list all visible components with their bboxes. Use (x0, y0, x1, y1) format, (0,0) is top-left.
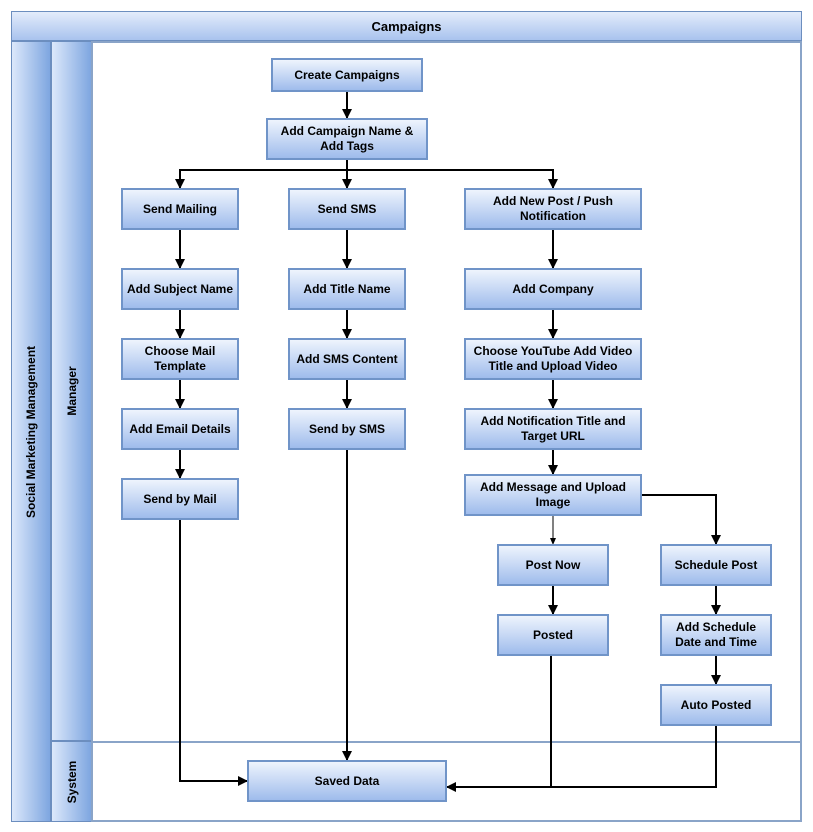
add-company-box[interactable]: Add Company (464, 268, 642, 310)
saved-data-box[interactable]: Saved Data (247, 760, 447, 802)
send-by-mail-box[interactable]: Send by Mail (121, 478, 239, 520)
edge-sendmail-to-saved (179, 520, 248, 786)
choose-mail-template-box[interactable]: Choose Mail Template (121, 338, 239, 380)
edge-name-to-mailing (175, 160, 348, 189)
posted-box[interactable]: Posted (497, 614, 609, 656)
add-subject-name-box[interactable]: Add Subject Name (121, 268, 239, 310)
choose-youtube-box[interactable]: Choose YouTube Add Video Title and Uploa… (464, 338, 642, 380)
add-message-upload-box[interactable]: Add Message and Upload Image (464, 474, 642, 516)
add-sms-content-box[interactable]: Add SMS Content (288, 338, 406, 380)
pool-title: Campaigns (11, 11, 802, 41)
create-campaigns-box[interactable]: Create Campaigns (271, 58, 423, 92)
add-new-post-box[interactable]: Add New Post / Push Notification (464, 188, 642, 230)
lane-social-marketing: Social Marketing Management (11, 41, 51, 822)
add-title-name-box[interactable]: Add Title Name (288, 268, 406, 310)
edge-message-to-postnow-head (550, 538, 556, 545)
edge-name-to-post (347, 169, 558, 189)
add-schedule-date-box[interactable]: Add Schedule Date and Time (660, 614, 772, 656)
add-email-details-box[interactable]: Add Email Details (121, 408, 239, 450)
schedule-post-box[interactable]: Schedule Post (660, 544, 772, 586)
add-notification-title-box[interactable]: Add Notification Title and Target URL (464, 408, 642, 450)
send-mailing-box[interactable]: Send Mailing (121, 188, 239, 230)
edge-auto-to-saved (446, 726, 717, 792)
auto-posted-box[interactable]: Auto Posted (660, 684, 772, 726)
system-lane-body (91, 741, 802, 822)
edge-message-to-schedule (641, 494, 721, 545)
post-now-box[interactable]: Post Now (497, 544, 609, 586)
add-campaign-name-box[interactable]: Add Campaign Name & Add Tags (266, 118, 428, 160)
send-sms-box[interactable]: Send SMS (288, 188, 406, 230)
send-by-sms-box[interactable]: Send by SMS (288, 408, 406, 450)
